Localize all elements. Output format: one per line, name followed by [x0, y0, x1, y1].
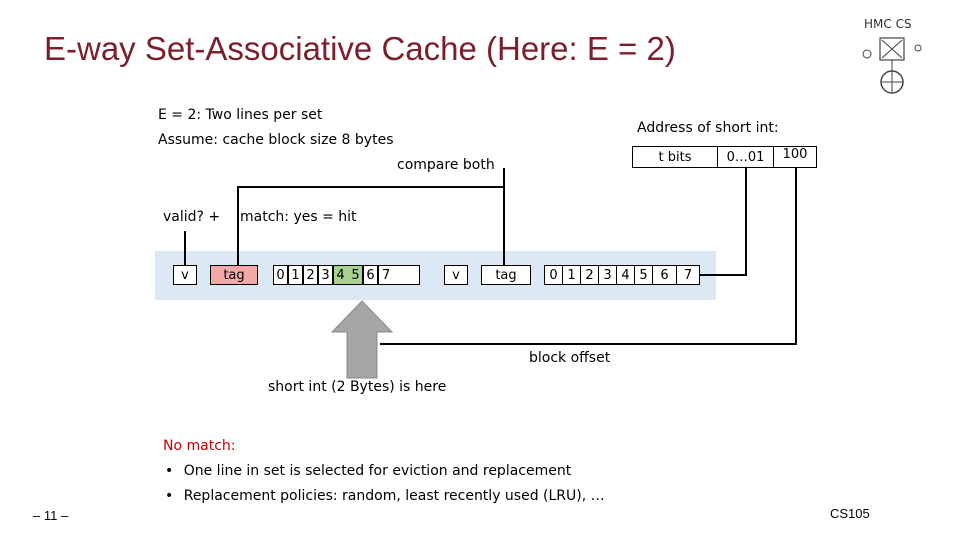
block-size-text: Assume: cache block size 8 bytes [158, 132, 394, 148]
address-set-index: 0…01 [717, 146, 774, 168]
offset-wire-vertical [795, 167, 797, 345]
lines-per-set-text: E = 2: Two lines per set [158, 107, 323, 123]
line-b-tag: tag [481, 265, 531, 285]
course-label: CS105 [830, 506, 870, 521]
bullet-policies-text: Replacement policies: random, least rece… [183, 488, 605, 504]
compare-wire-tag-b [503, 168, 505, 266]
no-match-title: No match: [163, 438, 236, 454]
line-b-byte-0: 0 [544, 265, 563, 285]
offset-wire-bottom [380, 343, 797, 345]
line-a-valid-bit: v [173, 265, 197, 285]
line-a-byte-7: 7 [378, 265, 420, 285]
address-label: Address of short int: [637, 120, 779, 136]
line-b-byte-3: 3 [598, 265, 617, 285]
line-b-byte-5: 5 [634, 265, 653, 285]
line-b-byte-4: 4 [616, 265, 635, 285]
page-number: – 11 – [33, 508, 69, 523]
line-b-byte-1: 1 [562, 265, 581, 285]
valid-label: valid? + [163, 209, 221, 225]
slide-title: E-way Set-Associative Cache (Here: E = 2… [44, 30, 676, 67]
hmc-cs-logo: HMC CS [862, 17, 922, 94]
line-a-tag: tag [210, 265, 258, 285]
line-b-byte-7: 7 [676, 265, 700, 285]
line-b-valid-bit: v [444, 265, 468, 285]
line-a-byte-2: 2 [303, 265, 318, 285]
svg-text:HMC CS: HMC CS [864, 17, 912, 31]
match-label: match: yes = hit [240, 209, 357, 225]
set-wire-vertical [745, 167, 747, 276]
bullet-policies: • Replacement policies: random, least re… [165, 488, 605, 504]
set-wire-horizontal [700, 274, 747, 276]
block-offset-label: block offset [529, 350, 611, 366]
line-a-byte-5: 5 [351, 267, 360, 283]
line-a-byte-1: 1 [288, 265, 303, 285]
address-offset: 100 [773, 146, 817, 168]
bullet-eviction-text: One line in set is selected for eviction… [183, 463, 572, 479]
short-int-label: short int (2 Bytes) is here [268, 379, 447, 395]
address-t-bits: t bits [632, 146, 718, 168]
line-b-byte-6: 6 [652, 265, 677, 285]
line-a-byte-6: 6 [363, 265, 378, 285]
line-a-byte-4: 4 [336, 267, 345, 283]
line-b-byte-2: 2 [580, 265, 599, 285]
bullet-eviction: • One line in set is selected for evicti… [165, 463, 572, 479]
line-a-byte-3: 3 [318, 265, 333, 285]
line-a-byte-0: 0 [273, 265, 288, 285]
up-arrow-icon [330, 300, 394, 379]
line-a-byte-4-highlight [333, 265, 363, 285]
compare-both-label: compare both [397, 157, 495, 173]
compare-wire-top [237, 186, 505, 188]
valid-wire [184, 231, 186, 266]
compare-wire-tag-a [237, 186, 239, 266]
